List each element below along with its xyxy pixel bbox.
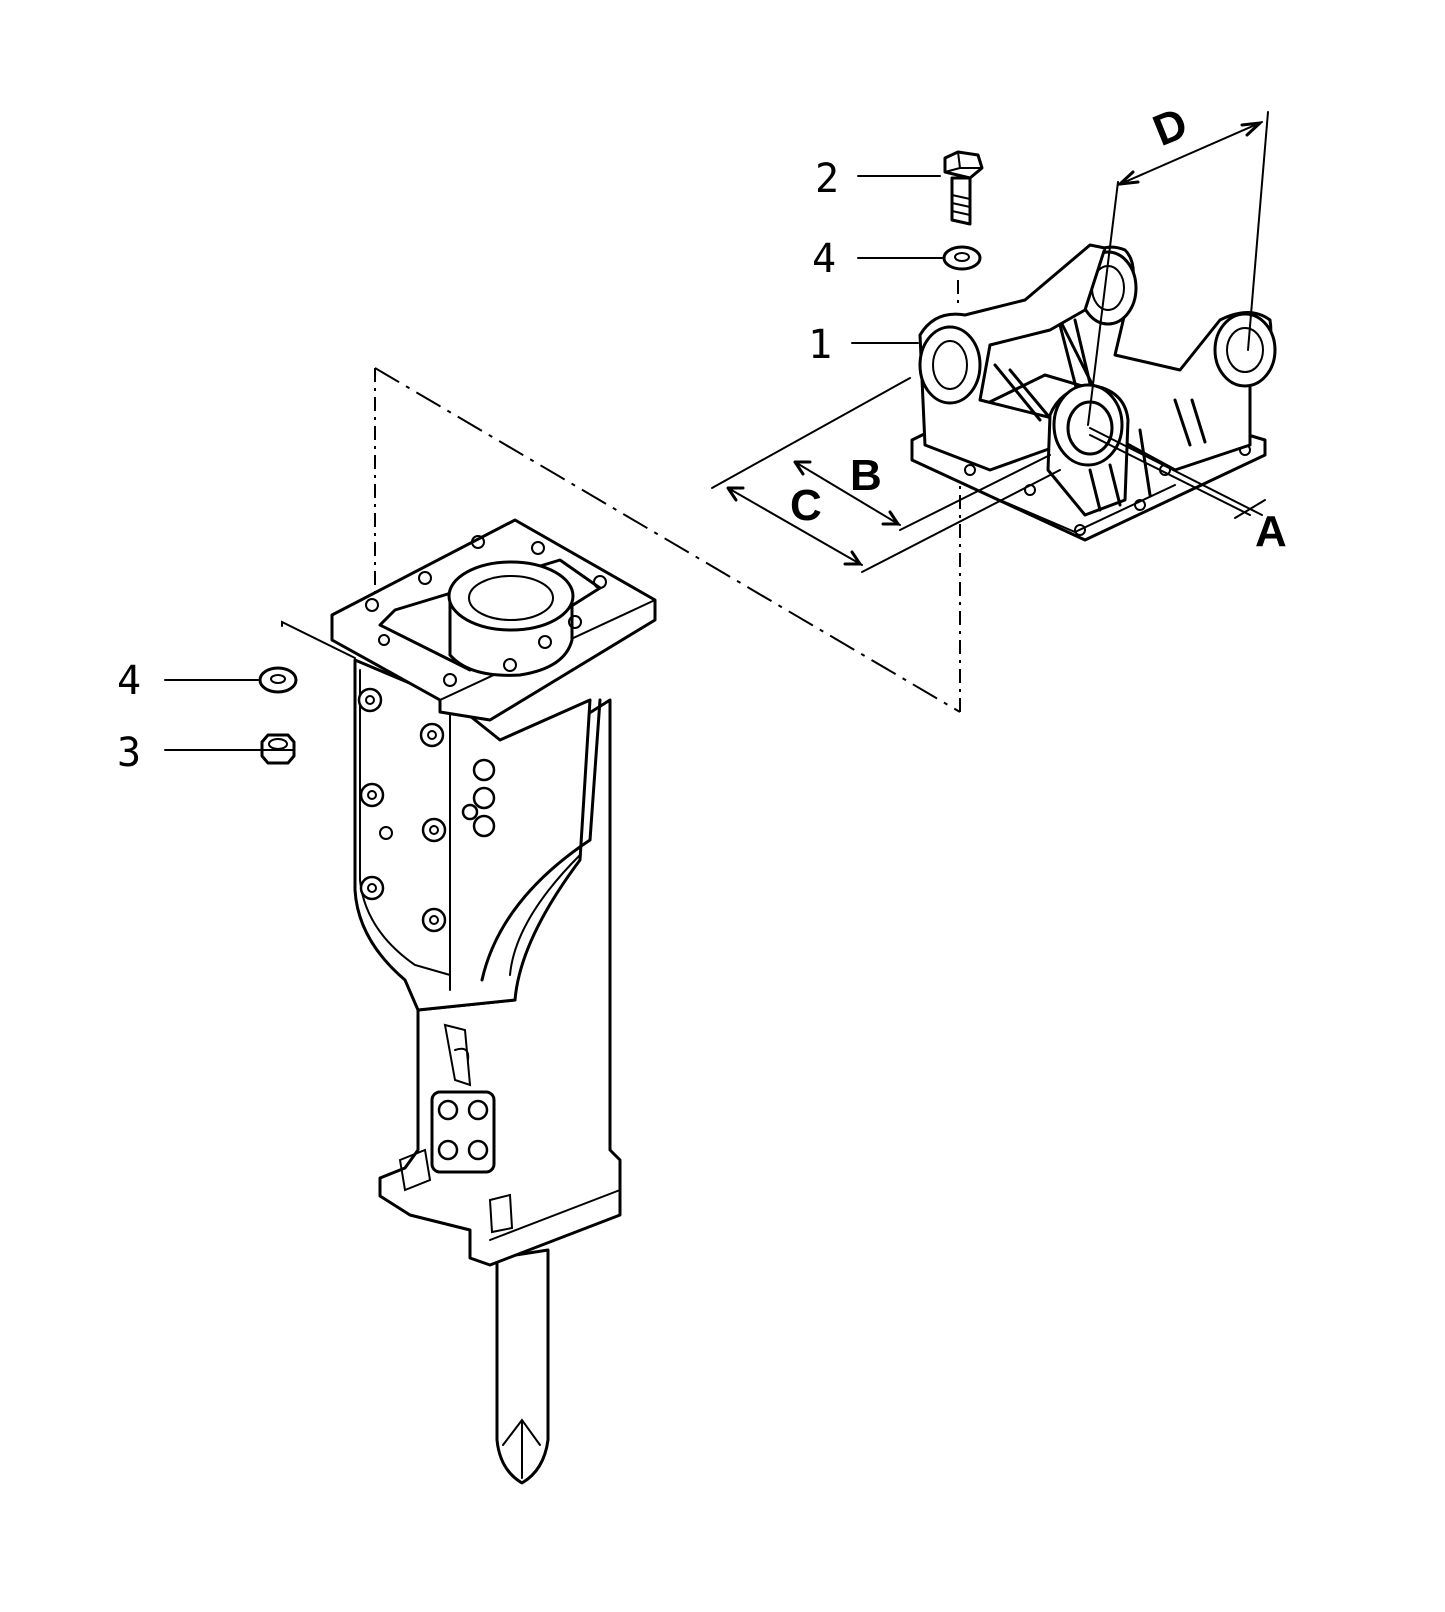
dimension-label-a: A xyxy=(1255,507,1287,556)
dimension-lines xyxy=(711,111,1269,573)
callout-washer-left: 4 xyxy=(117,658,141,704)
mounting-bracket xyxy=(910,243,1277,542)
chisel-tool xyxy=(495,1248,550,1485)
hydraulic-breaker xyxy=(330,518,657,1485)
dimension-label-c: C xyxy=(790,481,822,530)
callout-washer-top: 4 xyxy=(812,236,836,282)
washer-left xyxy=(258,666,298,694)
callout-nut: 3 xyxy=(117,730,141,776)
breaker-side-plate xyxy=(353,658,592,1012)
washer-top xyxy=(942,245,982,271)
bolt xyxy=(943,150,984,226)
callout-bolt: 2 xyxy=(815,156,839,202)
dimension-label-b: B xyxy=(850,451,882,500)
callout-bracket: 1 xyxy=(808,322,832,368)
callout-leaders xyxy=(164,175,943,751)
nut xyxy=(260,733,296,765)
dimension-label-d: D xyxy=(1146,99,1194,156)
